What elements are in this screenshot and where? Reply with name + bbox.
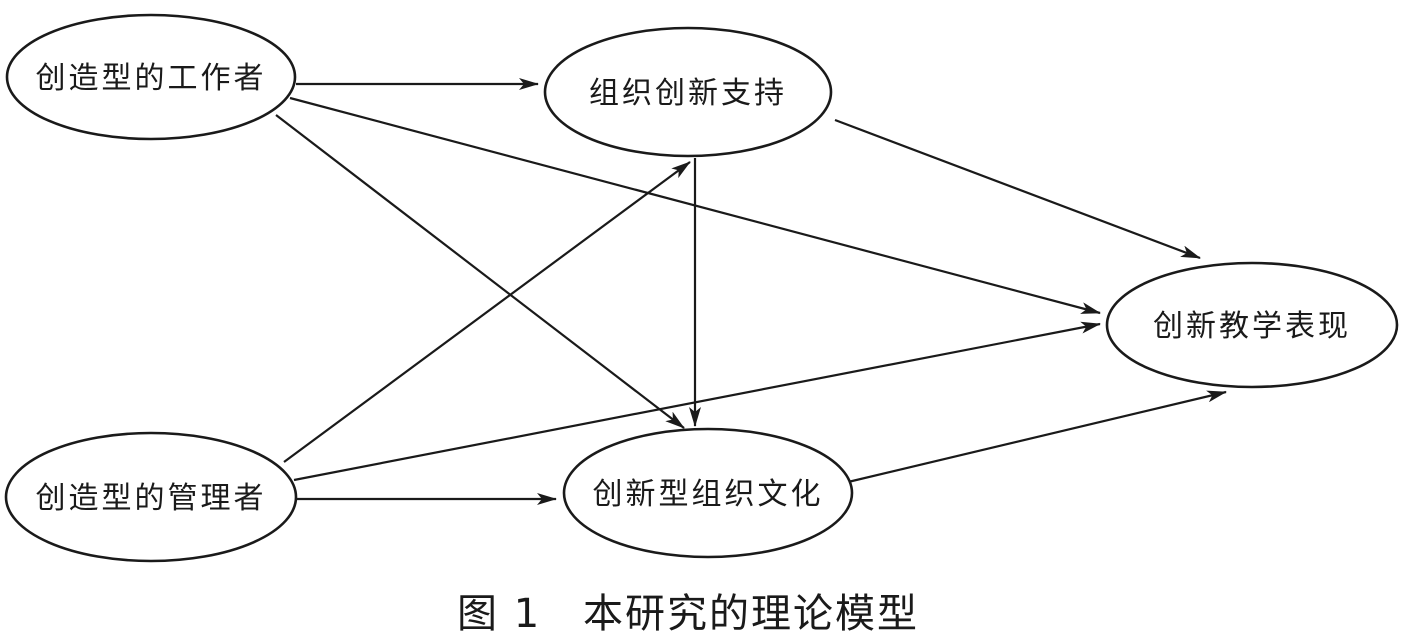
figure-caption: 图 1 本研究的理论模型: [457, 591, 919, 637]
node-creative-manager: 创造型的管理者: [4, 431, 298, 563]
node-teaching-performance: 创新教学表现: [1105, 261, 1399, 389]
figure-number: 图 1: [457, 591, 541, 637]
edge-culture-to-performance: [847, 390, 1227, 484]
edge-manager-to-performance: [293, 321, 1101, 482]
node-innovative-culture-label: 创新型组织文化: [593, 477, 824, 512]
node-creative-worker-label: 创造型的工作者: [36, 61, 267, 96]
node-creative-manager-label: 创造型的管理者: [36, 481, 267, 516]
edge-manager-to-support: [283, 161, 691, 463]
figure-title: 本研究的理论模型: [583, 591, 919, 637]
node-creative-worker: 创造型的工作者: [5, 13, 297, 141]
node-creative-manager-ellipse: [4, 431, 298, 563]
node-creative-worker-ellipse: [5, 13, 297, 141]
node-org-support-ellipse: [543, 26, 833, 158]
node-innovative-culture-ellipse: [562, 427, 854, 559]
edge-worker-to-culture: [275, 114, 685, 429]
edge-support-to-performance: [834, 118, 1201, 260]
node-innovative-culture: 创新型组织文化: [562, 427, 854, 559]
node-teaching-performance-label: 创新教学表现: [1153, 309, 1351, 344]
edges-group: [275, 78, 1227, 505]
node-org-support-label: 组织创新支持: [589, 76, 787, 111]
node-teaching-performance-ellipse: [1105, 261, 1399, 389]
node-org-support: 组织创新支持: [543, 26, 833, 158]
